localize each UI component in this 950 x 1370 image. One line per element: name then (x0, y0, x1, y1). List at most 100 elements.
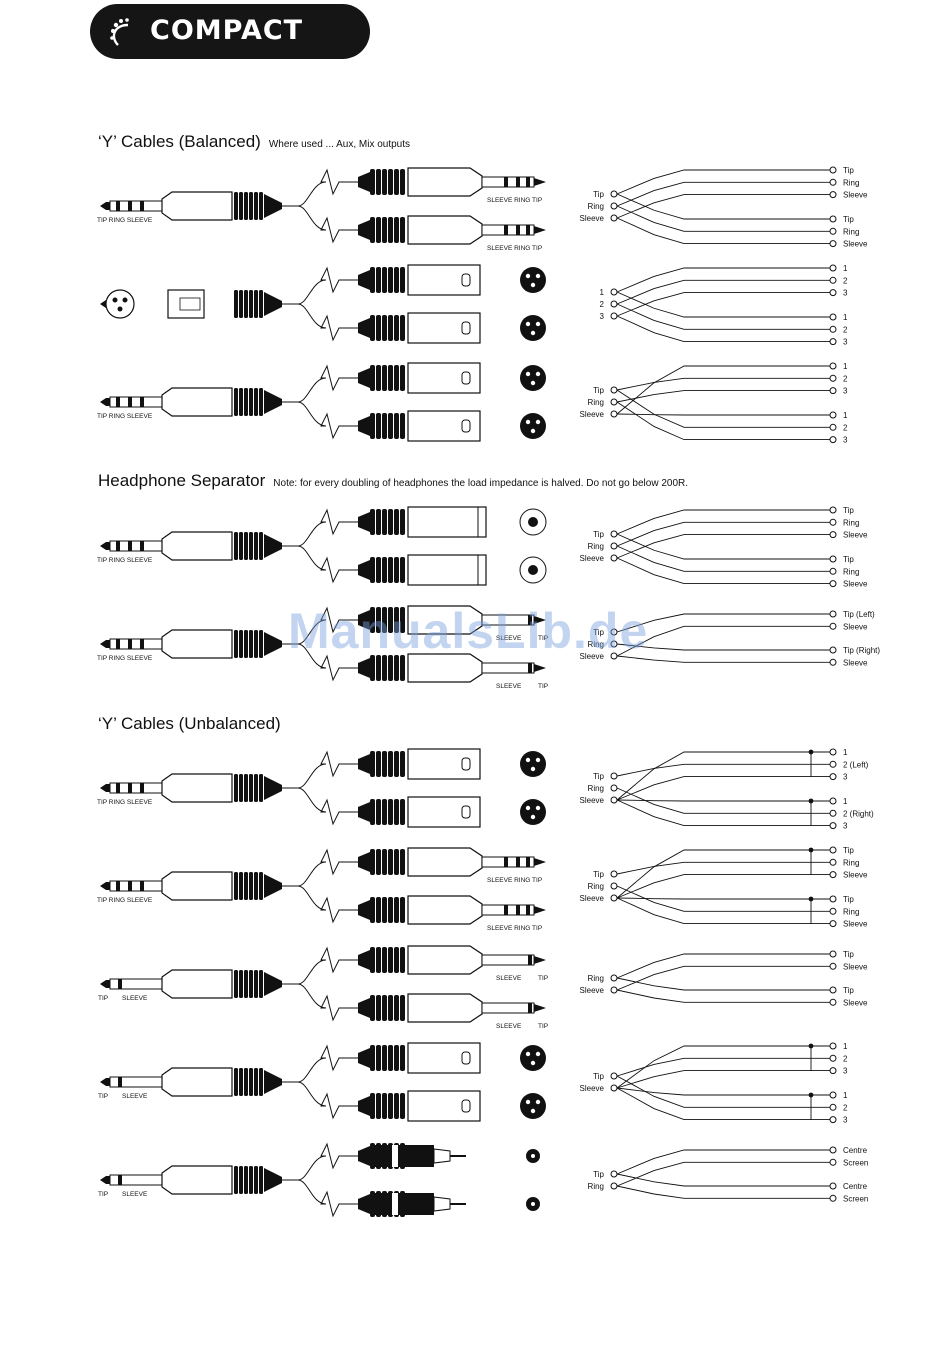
xlr-latch (461, 321, 471, 335)
schematic-wire (616, 613, 830, 633)
xlr-pin (530, 766, 536, 772)
out-grip-ring (376, 995, 381, 1021)
plug-tip (100, 882, 110, 890)
logo-mark-icon (110, 18, 129, 46)
trs-ring-band (128, 783, 132, 793)
cable-wire (297, 1081, 358, 1120)
input-terminal (610, 772, 618, 780)
xlr-pin (535, 321, 541, 327)
plug-shaft (109, 1076, 163, 1088)
out-boot (358, 658, 370, 678)
out-grip-ring (394, 655, 399, 681)
output-pin-label: Tip (843, 986, 854, 995)
trs-ring-band (140, 541, 144, 551)
jack-shaft (481, 954, 535, 966)
xlr-latch (461, 757, 471, 771)
plug-grip-ring (244, 970, 248, 998)
rca-sleeve (433, 1196, 451, 1212)
output-pin-label: Sleeve (843, 580, 868, 589)
output-pin-label: Sleeve (843, 658, 868, 667)
rca-body (372, 1193, 434, 1215)
schematic-wire (616, 509, 830, 535)
jack-band (516, 905, 520, 915)
out-grip-ring (376, 849, 381, 875)
plug-body (161, 387, 233, 417)
trs-ring-band (128, 639, 132, 649)
plug-boot (264, 972, 282, 996)
output-terminal (829, 1116, 837, 1124)
xlr-latch (461, 371, 471, 385)
input-pin-label: Sleeve (580, 1084, 605, 1093)
jack-band (516, 225, 520, 235)
out-grip-ring (370, 413, 375, 439)
output-terminal (829, 436, 837, 444)
output-terminal (829, 276, 837, 284)
plug-grip-ring (239, 630, 243, 658)
output-terminal (829, 1194, 837, 1202)
output-terminal (829, 567, 837, 575)
output-terminal (829, 178, 837, 186)
schematic-wire (616, 885, 830, 912)
out-grip-ring (370, 947, 375, 973)
out-grip-ring (400, 315, 405, 341)
output-pin-label: 2 (843, 276, 848, 285)
plug-pin-label: TIP RING SLEEVE (97, 557, 153, 564)
out-grip-ring (370, 995, 375, 1021)
output-terminal (829, 518, 837, 526)
out-grip-ring (370, 315, 375, 341)
cable-wire (297, 303, 358, 342)
output-pin-label: Sleeve (843, 240, 868, 249)
section-note: Where used ... Aux, Mix outputs (268, 139, 411, 150)
cable-wire (297, 1142, 358, 1181)
output-pin-label: Sleeve (843, 622, 868, 631)
out-grip-ring (394, 315, 399, 341)
out-boot (358, 1146, 370, 1166)
compact-logo: COMPACT (90, 4, 370, 59)
out-grip-ring (370, 799, 375, 825)
output-pin-label: Tip (843, 555, 854, 564)
out-grip-ring (382, 315, 387, 341)
plug-grip-ring (249, 388, 253, 416)
schematic-wire (616, 533, 830, 560)
plug-pin-label: TIP (98, 1191, 108, 1198)
output-terminal (829, 1182, 837, 1190)
out-boot (358, 318, 370, 338)
out-boot (358, 512, 370, 532)
output-pin-label: Tip (843, 506, 854, 515)
jack-pin-label: SLEEVE (496, 1023, 522, 1030)
output-pin-label: Ring (843, 858, 859, 867)
schematic-wire (616, 292, 830, 317)
jack-tip (534, 616, 546, 624)
schematic-wire (616, 989, 830, 1003)
input-terminal (610, 288, 618, 296)
plug-tip (100, 1078, 110, 1086)
input-pin-label: Ring (588, 974, 604, 983)
schematic-wire (616, 413, 830, 416)
output-pin-label: Tip (843, 846, 854, 855)
out-grip-ring (394, 509, 399, 535)
plug-boot (264, 194, 282, 218)
out-grip-ring (370, 897, 375, 923)
output-terminal (829, 1103, 837, 1111)
out-grip-ring (400, 607, 405, 633)
output-terminal (829, 166, 837, 174)
plug-boot (264, 390, 282, 414)
out-grip-ring (400, 849, 405, 875)
out-grip-ring (370, 267, 375, 293)
schematic-wire (616, 1045, 830, 1089)
out-grip-ring (370, 509, 375, 535)
xlr-face-icon (520, 267, 546, 293)
schematic-wire (616, 763, 830, 777)
plug-grip-ring (234, 290, 238, 318)
plug-pin-label: TIP RING SLEEVE (97, 413, 153, 420)
out-grip-ring (388, 947, 393, 973)
xlr-pin (525, 321, 531, 327)
output-pin-label: Tip (843, 215, 854, 224)
input-terminal (610, 530, 618, 538)
xlr-latch (461, 419, 471, 433)
plug-grip-ring (244, 290, 248, 318)
junction-dot (808, 896, 814, 902)
plug-grip-ring (259, 1166, 263, 1194)
output-pin-label: Tip (Left) (843, 610, 875, 619)
output-pin-label: Ring (843, 907, 859, 916)
